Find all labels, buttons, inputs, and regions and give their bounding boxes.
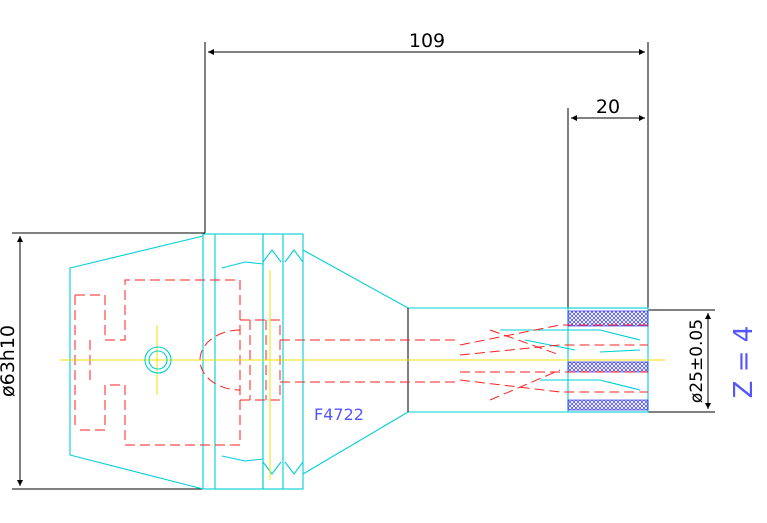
- cutter-diameter-label: ø25±0.05: [687, 319, 707, 403]
- dimension-cutter-length: 20: [567, 96, 645, 310]
- part-number-label: F4722: [314, 405, 364, 424]
- body-diameter-label: ø63h10: [0, 325, 19, 397]
- dimension-body-diameter: ø63h10: [0, 232, 205, 490]
- overall-length-label: 109: [409, 30, 445, 52]
- teeth-count-label: Z = 4: [729, 326, 759, 399]
- dimension-cutter-diameter: ø25±0.05: [648, 309, 715, 413]
- cutter-length-label: 20: [596, 96, 620, 118]
- center-lines: [60, 270, 665, 480]
- tool-holder-outline: [69, 233, 649, 490]
- dimension-overall-length: 109: [204, 30, 649, 310]
